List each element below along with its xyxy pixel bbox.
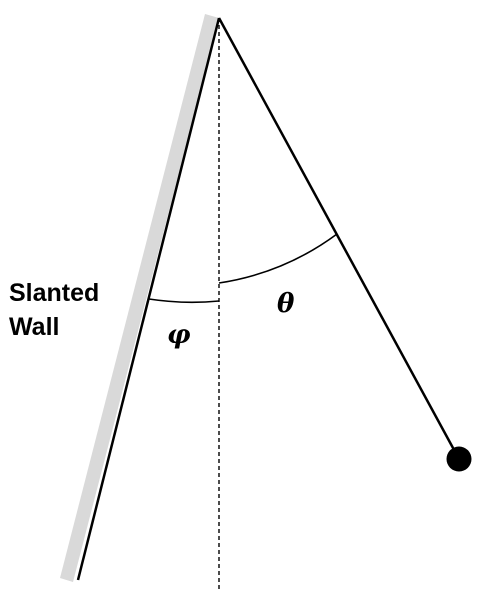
theta-angle-arc xyxy=(218,233,338,284)
pendulum-bob xyxy=(446,446,472,472)
phi-label: φ xyxy=(167,320,191,350)
theta-label: θ xyxy=(277,289,295,319)
wall-edge-line xyxy=(76,17,221,581)
wall-label-line1: Slanted xyxy=(9,279,99,307)
slanted-wall xyxy=(60,14,219,582)
phi-angle-arc xyxy=(148,298,220,304)
wall-label-line2: Wall xyxy=(9,313,59,341)
pendulum-string xyxy=(217,17,461,460)
